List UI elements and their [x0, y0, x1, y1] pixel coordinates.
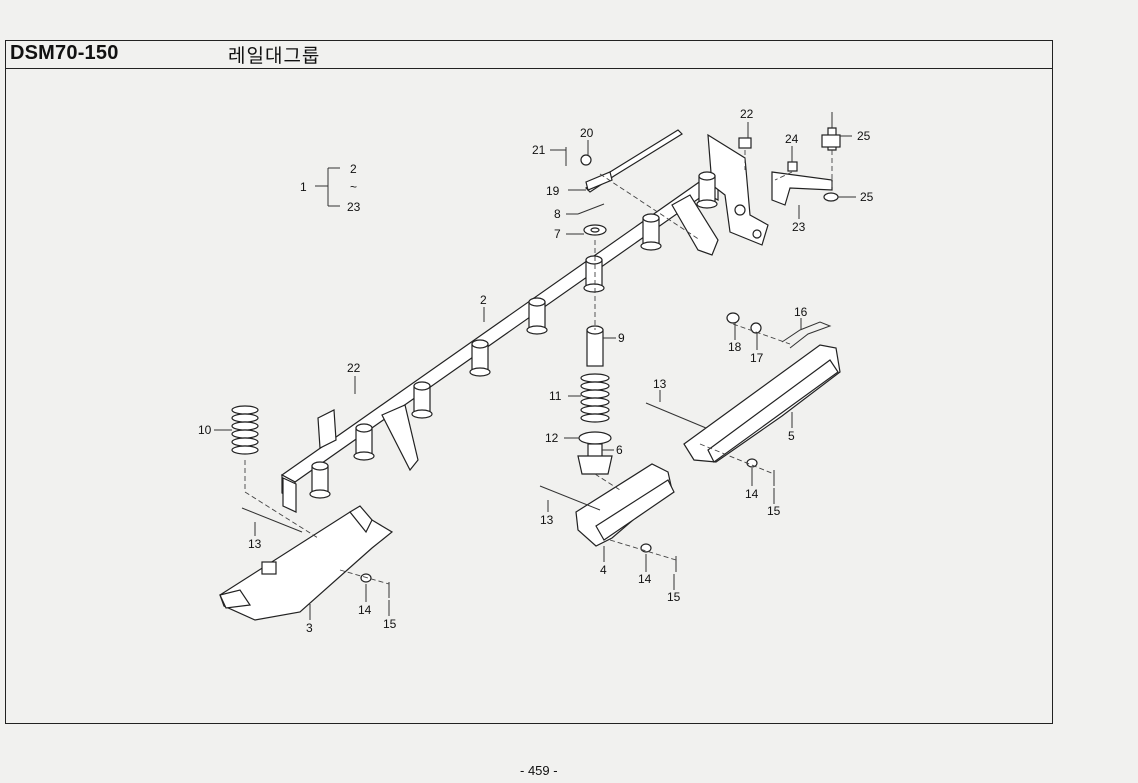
post — [411, 381, 433, 419]
post — [309, 461, 331, 499]
callout-14: 14 — [638, 572, 652, 586]
callout-2-range-start: 2 — [350, 162, 357, 176]
callout-22: 22 — [740, 107, 754, 121]
callout-13: 13 — [540, 513, 554, 527]
callout-13: 13 — [248, 537, 262, 551]
group-title: 레일대그룹 — [228, 45, 321, 67]
spring-11 — [580, 373, 610, 423]
post — [696, 171, 718, 209]
callout-14: 14 — [745, 487, 759, 501]
guide-4 — [575, 463, 675, 547]
callout-1: 1 — [300, 180, 307, 194]
small-parts-right — [726, 312, 832, 349]
callout-3: 3 — [306, 621, 313, 635]
callout-23-range-end: 23 — [347, 200, 361, 214]
callout-5: 5 — [788, 429, 795, 443]
callout-10: 10 — [198, 423, 212, 437]
callout-6: 6 — [616, 443, 623, 457]
callout-18: 18 — [728, 340, 742, 354]
callout-14: 14 — [358, 603, 372, 617]
callout-16: 16 — [794, 305, 808, 319]
post — [583, 255, 605, 293]
callout-24: 24 — [785, 132, 799, 146]
callout-2: 2 — [480, 293, 487, 307]
model-title: DSM70-150 — [10, 42, 119, 64]
callout-4: 4 — [600, 563, 607, 577]
post — [640, 213, 662, 251]
callout-19: 19 — [546, 184, 560, 198]
callout-11: 11 — [549, 389, 562, 403]
callout-labels: 1 2 ~ 23 2 3 4 5 6 7 8 9 10 11 12 13 13 … — [198, 107, 874, 635]
page-number: - 459 - — [520, 763, 558, 778]
callout-25: 25 — [857, 129, 871, 143]
callout-23: 23 — [792, 220, 806, 234]
callout-15: 15 — [767, 504, 781, 518]
leader-lines — [214, 122, 856, 620]
spring-10 — [231, 405, 259, 455]
sheet-header: DSM70-150 레일대그룹 — [6, 41, 1052, 69]
rail-posts — [309, 171, 718, 499]
callout-8: 8 — [554, 207, 561, 221]
parts-sheet: DSM70-150 레일대그룹 — [5, 40, 1053, 724]
callout-15: 15 — [383, 617, 397, 631]
guide-3 — [219, 505, 394, 621]
pins-13 — [241, 402, 707, 533]
callout-7: 7 — [554, 227, 561, 241]
post — [469, 339, 491, 377]
callout-12: 12 — [545, 431, 559, 445]
callout-range-separator: ~ — [350, 180, 357, 194]
callout-9: 9 — [618, 331, 625, 345]
callout-25: 25 — [860, 190, 874, 204]
callout-13: 13 — [653, 377, 667, 391]
washers-pins — [360, 458, 775, 598]
bracket-23 — [738, 112, 841, 206]
callout-17: 17 — [750, 351, 764, 365]
alignment-lines — [244, 150, 833, 585]
callout-22: 22 — [347, 361, 361, 375]
callout-21: 21 — [532, 143, 546, 157]
shaft-assembly — [577, 325, 613, 475]
small-parts-top — [565, 129, 683, 236]
callout-15: 15 — [667, 590, 681, 604]
post — [353, 423, 375, 461]
guide-5 — [683, 344, 841, 463]
post — [526, 297, 548, 335]
callout-20: 20 — [580, 126, 594, 140]
